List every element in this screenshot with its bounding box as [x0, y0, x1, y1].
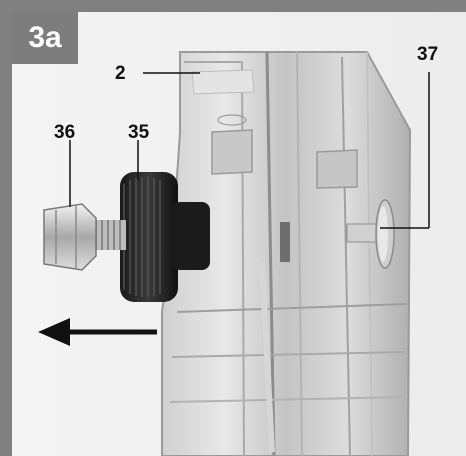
- label-part-2: 2: [115, 63, 126, 84]
- label-part-35: 35: [128, 122, 150, 143]
- figure-badge: 3a: [12, 12, 78, 64]
- label-part-37: 37: [417, 44, 439, 65]
- direction-arrow: [38, 318, 157, 346]
- label-part-36: 36: [54, 122, 76, 143]
- knob-35: [120, 172, 210, 302]
- plastic-housing: [161, 51, 412, 456]
- screw-37: [346, 199, 395, 269]
- bolt-36: [43, 203, 126, 271]
- product-photo: [12, 12, 466, 456]
- leader-lines: [69, 72, 430, 229]
